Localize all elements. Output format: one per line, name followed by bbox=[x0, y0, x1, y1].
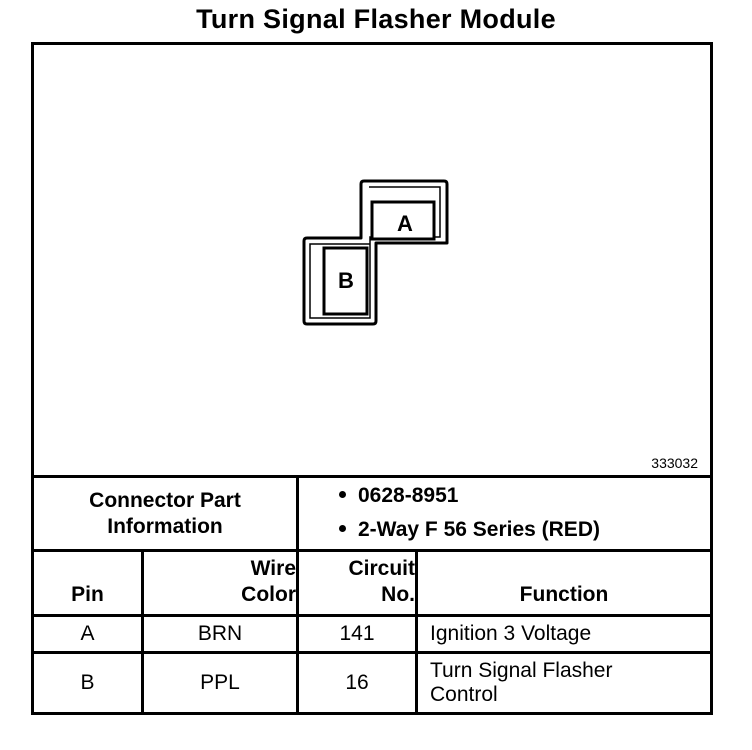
pin-a-label: A bbox=[397, 211, 413, 236]
row-b-wire-color: PPL bbox=[200, 671, 240, 694]
connector-info-label-line2: Information bbox=[107, 514, 223, 538]
connector-info-item: 0628-8951 bbox=[339, 484, 458, 508]
connector-outline-inner bbox=[309, 186, 441, 319]
figure-id: 333032 bbox=[651, 455, 698, 471]
connector-frame: A B 333032 Connector Part Information 06… bbox=[31, 42, 713, 715]
rule-diagram-bottom bbox=[34, 475, 710, 478]
header-wire-color: Wire Color bbox=[241, 557, 296, 606]
connector-series: 2-Way F 56 Series (RED) bbox=[358, 518, 600, 541]
header-circuit-no: Circuit No. bbox=[348, 557, 415, 606]
header-function: Function bbox=[519, 583, 609, 606]
rule-info-bottom bbox=[34, 549, 710, 552]
connector-info-label: Connector Part Information bbox=[34, 478, 296, 549]
connector-face-drawing: A B bbox=[302, 179, 449, 326]
rule-header-bottom bbox=[34, 614, 710, 617]
connector-outline bbox=[302, 179, 449, 326]
row-a-function: Ignition 3 Voltage bbox=[430, 622, 592, 645]
connector-info-list: 0628-8951 2-Way F 56 Series (RED) bbox=[299, 478, 677, 548]
row-b-pin: B bbox=[80, 671, 95, 694]
connector-part-number: 0628-8951 bbox=[358, 484, 459, 507]
pin-b-label: B bbox=[338, 268, 354, 293]
row-b-circuit: 16 bbox=[345, 671, 369, 694]
row-b-function: Turn Signal Flasher Control bbox=[430, 659, 613, 706]
connector-diagram: A B 333032 bbox=[34, 45, 710, 477]
rule-row-a-bottom bbox=[34, 651, 710, 654]
pin-a-cavity bbox=[370, 200, 436, 241]
rule-col-wire bbox=[296, 549, 299, 715]
row-a-circuit: 141 bbox=[339, 622, 375, 645]
rule-col-pin bbox=[141, 549, 144, 715]
header-pin: Pin bbox=[71, 583, 104, 606]
rule-col-circuit bbox=[415, 549, 418, 715]
pin-b-cavity bbox=[322, 246, 369, 316]
row-a-pin: A bbox=[80, 622, 95, 645]
connector-info-item: 2-Way F 56 Series (RED) bbox=[339, 518, 600, 542]
rule-info-divider bbox=[296, 475, 299, 549]
row-a-wire-color: BRN bbox=[197, 622, 243, 645]
bullet-icon bbox=[339, 524, 346, 532]
connector-info-label-line1: Connector Part bbox=[89, 488, 241, 512]
bullet-icon bbox=[339, 490, 346, 498]
diagram-title: Turn Signal Flasher Module bbox=[196, 4, 556, 34]
